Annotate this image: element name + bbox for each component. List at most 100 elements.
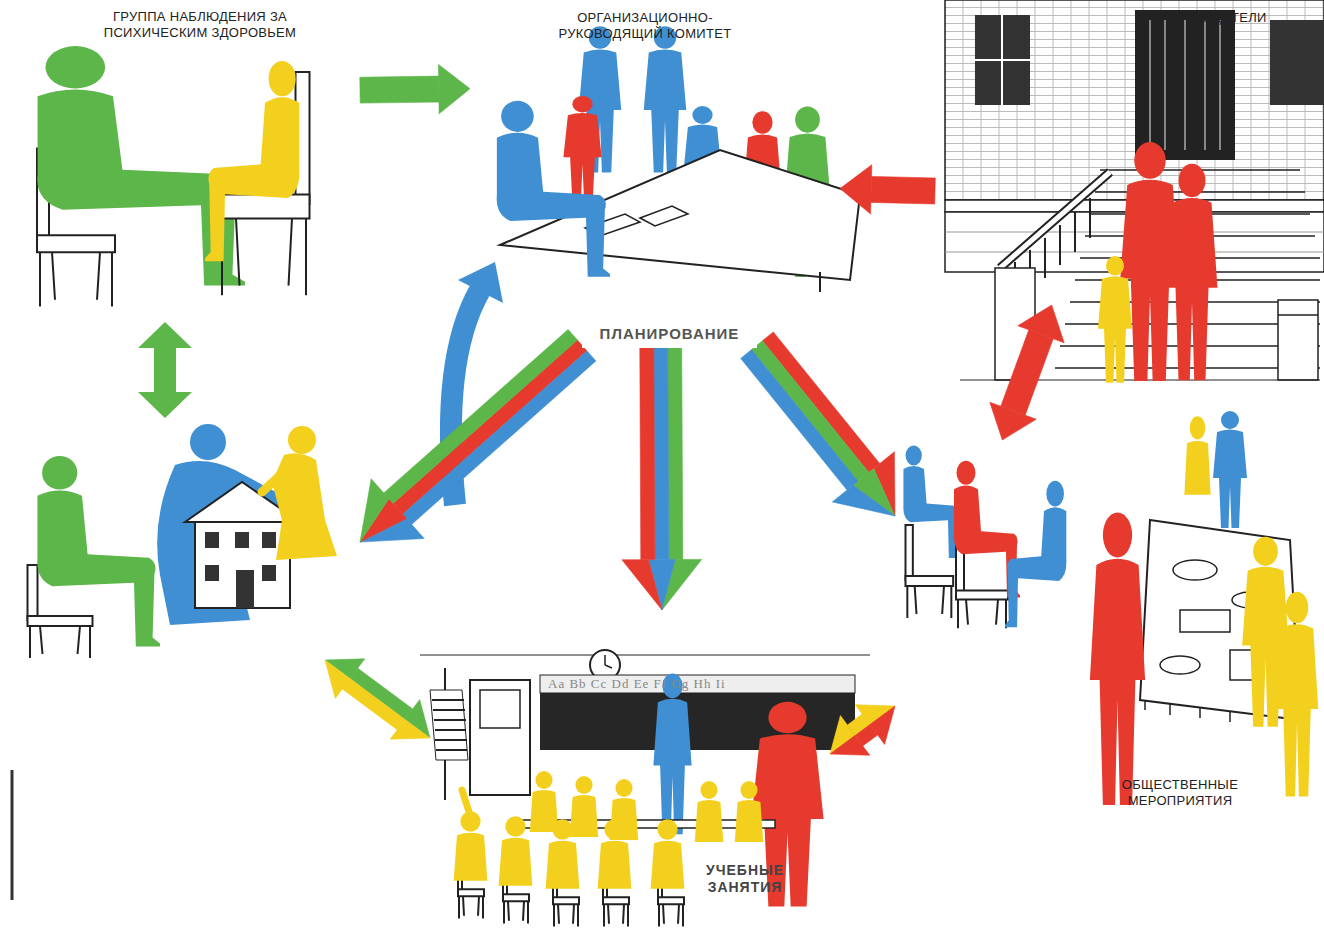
community-scene: [1003, 481, 1066, 628]
scene-group: УЧЕБНЫЕ ЗАНЯТИЯ: [430, 610, 830, 930]
play-therapy-scene: [236, 570, 254, 608]
arrow-strip: [830, 736, 870, 756]
flow-arrow: [990, 305, 1064, 440]
classroom-scene: [420, 650, 870, 927]
community-scene: [1173, 560, 1217, 580]
community-scene: [1160, 656, 1200, 674]
arrow-strip: [640, 348, 655, 560]
classroom-scene: [695, 781, 724, 842]
parents-scene: [1098, 256, 1132, 383]
feedback-arrow: [458, 262, 503, 303]
flow-arrow: [840, 165, 935, 214]
play-therapy-scene: [235, 532, 249, 548]
parents-scene: [1167, 164, 1218, 380]
arrow-strip: [622, 560, 662, 610]
classroom-scene: [432, 700, 467, 750]
classroom-scene: [540, 675, 855, 693]
arrow-strip: [1018, 305, 1064, 343]
play-therapy-scene: [205, 532, 219, 548]
play-therapy-scene: [288, 426, 316, 454]
parents-scene: [1278, 300, 1318, 380]
arrow-strip: [360, 76, 439, 103]
committee-scene: [497, 101, 614, 277]
arrow-strip: [990, 402, 1036, 440]
arrow-strip: [871, 176, 935, 204]
community-scene: [903, 411, 1318, 805]
classroom-scene: [546, 819, 580, 889]
parents-scene: [1150, 20, 1220, 150]
scene-group: РОДИТЕЛИ: [935, 5, 1324, 305]
flow-arrow: [325, 659, 430, 739]
arrow-strip: [752, 341, 869, 481]
planning-hub: ПЛАНИРОВАНИЕ: [582, 320, 757, 348]
arrow-strip: [832, 485, 895, 516]
community-scene: [1184, 416, 1210, 494]
committee-scene: [644, 26, 687, 172]
play-therapy-scene: [205, 565, 219, 581]
play-therapy-scene: [37, 456, 163, 647]
arrow-strip: [402, 350, 596, 524]
classroom-scene: [454, 811, 488, 881]
arrow-strip: [654, 348, 669, 560]
counseling-scene: [138, 322, 192, 418]
parents-scene: [1270, 20, 1324, 105]
flow-arrow: [360, 64, 470, 113]
arrow-strip: [384, 330, 578, 504]
community-scene: [1213, 411, 1247, 528]
classroom-scene: [470, 680, 530, 795]
scene-label: УЧЕБНЫЕ ЗАНЯТИЯ: [695, 862, 795, 896]
arrow-strip: [393, 340, 586, 514]
scene-label: РОДИТЕЛИ: [1160, 10, 1300, 26]
classroom-scene: [651, 819, 685, 889]
classroom-scene: [653, 673, 691, 834]
scene-label: ГРУППА НАБЛЮДЕНИЯ ЗА ПСИХИЧЕСКИМ ЗДОРОВЬ…: [80, 9, 320, 41]
community-scene: [1090, 513, 1145, 806]
counseling-scene: [202, 61, 299, 261]
parents-scene: [1000, 172, 1110, 268]
committee-scene: [563, 96, 601, 203]
community-scene: [903, 446, 961, 558]
classroom-scene: [570, 776, 599, 837]
margin-bar: [11, 770, 14, 900]
community-scene: [1003, 481, 1066, 628]
arrow-strip: [325, 660, 350, 698]
scene-label: ОБЩЕСТВЕННЫЕ МЕРОПРИЯТИЯ: [1105, 777, 1255, 809]
play-therapy-scene: [262, 532, 276, 548]
flow-arrow: [741, 332, 895, 516]
classroom-scene: [605, 655, 612, 668]
play-therapy-scene: [190, 424, 226, 460]
play-therapy-scene: [262, 470, 286, 492]
flow-arrow: [830, 705, 895, 756]
play-therapy-scene: [195, 520, 290, 608]
parents-scene: [1000, 172, 1110, 268]
arrow-strip: [1001, 330, 1053, 415]
classroom-scene: [499, 816, 533, 886]
committee-scene: [819, 272, 821, 292]
community-scene: [1230, 650, 1254, 680]
parents-scene: [975, 15, 1030, 105]
classroom-scene: [420, 655, 870, 656]
arrow-strip: [360, 479, 389, 542]
classroom-scene: [480, 690, 520, 728]
community-scene: [1276, 592, 1319, 797]
committee-scene: [640, 206, 688, 226]
classroom-scene: [735, 781, 764, 842]
parents-scene: [1135, 10, 1235, 160]
community-scene: [906, 525, 954, 618]
board-letters: Aa Bb Cc Dd Ee Ff Gg Hh Ii: [548, 676, 726, 692]
counseling-scene: [202, 61, 309, 295]
arrow-strip: [870, 706, 895, 744]
play-therapy-scene: [262, 565, 276, 581]
classroom-scene: [430, 690, 468, 760]
committee-scene: [497, 26, 860, 292]
arrow-strip: [342, 679, 405, 730]
arrow-strip: [390, 719, 430, 739]
parents-scene: [975, 15, 1030, 105]
counseling-scene: [37, 46, 310, 418]
flow-arrow: [360, 330, 596, 543]
scene-group: ГРУППА НАБЛЮДЕНИЯ ЗА ПСИХИЧЕСКИМ ЗДОРОВЬ…: [10, 5, 360, 660]
arrow-strip: [840, 165, 872, 214]
classroom-scene: [462, 790, 470, 815]
flow-arrow: [622, 348, 702, 610]
